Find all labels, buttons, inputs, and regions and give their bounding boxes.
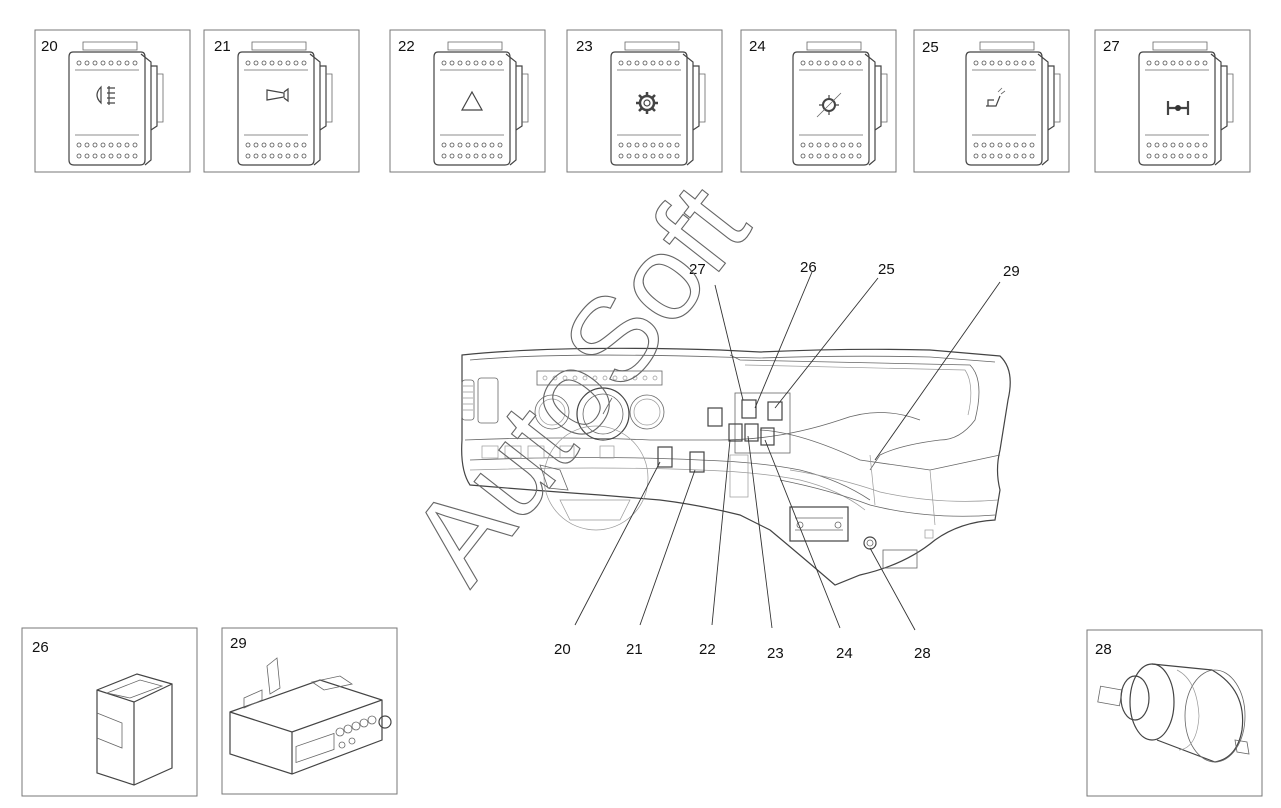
panel-label: 26 [32, 639, 49, 656]
callout-25: 25 [878, 261, 895, 278]
leader-lines [574, 271, 1001, 631]
bracket-part [96, 673, 173, 786]
gear-icon [636, 92, 658, 114]
panel-29: 29 [221, 627, 398, 795]
panel-label: 22 [398, 38, 415, 55]
callout-22: 22 [699, 641, 716, 658]
panel-label: 28 [1095, 641, 1112, 658]
panel-26: 26 [21, 627, 198, 797]
panel-label: 23 [576, 38, 593, 55]
callout-26: 26 [800, 259, 817, 276]
panel-label: 25 [922, 39, 939, 56]
panel-27: 27 [1094, 29, 1251, 173]
panel-28: 28 [1086, 629, 1263, 797]
panel-label: 24 [749, 38, 766, 55]
watermark: AutoSoft [385, 161, 774, 606]
dashboard-drawing [461, 347, 1011, 586]
callout-27: 27 [689, 261, 706, 278]
panel-23: 23 [566, 29, 723, 173]
panel-22: 22 [389, 29, 546, 173]
seat-icon [986, 87, 1006, 107]
fog-light-icon [96, 85, 115, 105]
warning-gear-icon [816, 92, 842, 118]
radio-unit [229, 657, 392, 775]
lighter-socket [1097, 663, 1250, 763]
panel-24: 24 [740, 29, 897, 173]
callout-21: 21 [626, 641, 643, 658]
hazard-triangle-icon [460, 90, 484, 111]
callout-24: 24 [836, 645, 853, 662]
panel-label: 27 [1103, 38, 1120, 55]
panel-21: 21 [203, 29, 360, 173]
callout-23: 23 [767, 645, 784, 662]
panel-label: 20 [41, 38, 58, 55]
panel-label: 29 [230, 635, 247, 652]
callout-28: 28 [914, 645, 931, 662]
panel-20: 20 [34, 29, 191, 173]
callout-labels: 27 26 25 29 20 21 22 23 24 28 [554, 259, 1020, 662]
callout-29: 29 [1003, 263, 1020, 280]
callout-20: 20 [554, 641, 571, 658]
panel-label: 21 [214, 38, 231, 55]
panel-25: 25 [913, 29, 1070, 173]
axle-lock-icon [1166, 101, 1190, 115]
horn-icon [266, 87, 289, 103]
